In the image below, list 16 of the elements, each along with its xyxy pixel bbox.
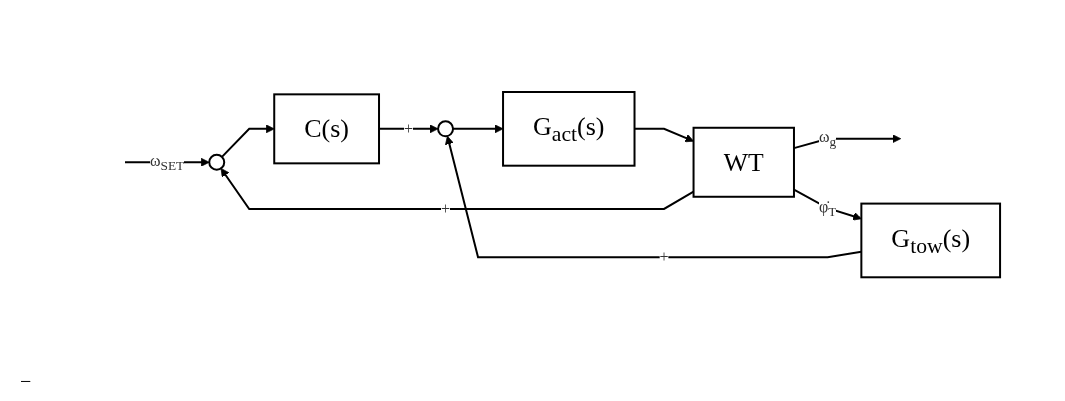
edge-label: + [659, 248, 669, 266]
edge-label: ω$_{SET}$ [149, 152, 185, 174]
node-circle [437, 120, 454, 138]
node-circle [208, 154, 226, 172]
edge-label: φ̇$_{T}$ [818, 197, 837, 220]
arrow [220, 124, 275, 159]
sign-label: − [20, 370, 32, 392]
node-box: C(s) [273, 93, 380, 165]
arrow [378, 124, 439, 134]
node-box: WT [692, 127, 795, 199]
node-box: G$_{act}$(s) [502, 91, 636, 168]
edge-label: + [441, 200, 451, 218]
edge-label: + [403, 120, 414, 138]
node-box: G$_{tow}$(s) [860, 202, 1002, 279]
arrow [452, 124, 504, 134]
edge-label: ω$_{g}$ [819, 128, 837, 150]
